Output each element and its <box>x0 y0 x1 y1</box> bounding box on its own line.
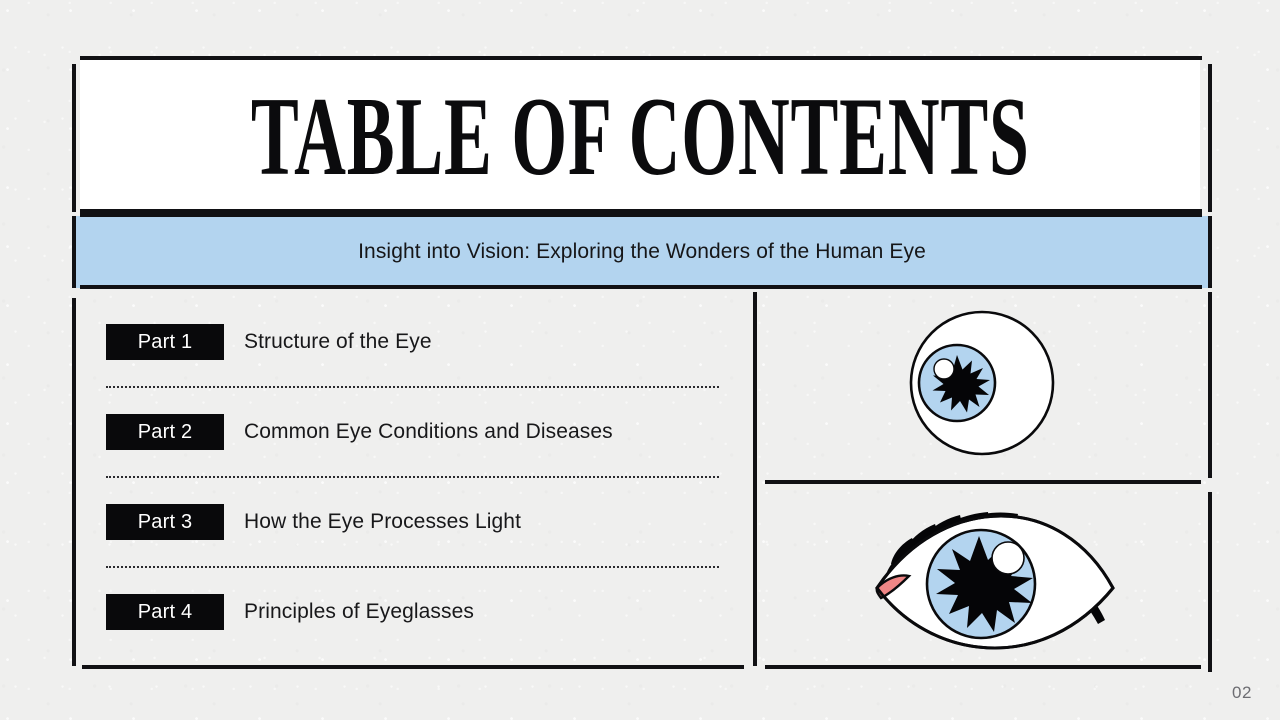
title-rule-bottom <box>80 209 1202 213</box>
page-number: 02 <box>1232 683 1252 702</box>
part-badge: Part 1 <box>106 324 224 360</box>
caruncle-icon <box>875 574 912 600</box>
page-title: TABLE OF CONTENTS <box>250 73 1030 198</box>
frame-right-upper-bar <box>1208 292 1212 478</box>
frame-right-horizontal-divider <box>765 480 1201 484</box>
part-badge: Part 3 <box>106 504 224 540</box>
eyeball-illustration <box>882 292 1082 478</box>
subtitle-text: Insight into Vision: Exploring the Wonde… <box>358 240 926 263</box>
toc-item-label: Principles of Eyeglasses <box>244 600 475 623</box>
toc-item-part-4[interactable]: Part 4 Principles of Eyeglasses <box>106 588 722 636</box>
toc-item-part-1[interactable]: Part 1 Structure of the Eye <box>106 318 722 366</box>
eye-illustration <box>855 492 1135 664</box>
frame-bottom-right-bar <box>765 665 1201 669</box>
eye-outline <box>875 514 1115 650</box>
toc-item-label: Common Eye Conditions and Diseases <box>244 420 613 443</box>
title-panel: TABLE OF CONTENTS <box>80 59 1200 212</box>
toc-item-part-3[interactable]: Part 3 How the Eye Processes Light <box>106 498 722 546</box>
toc-divider-dotted <box>106 566 719 568</box>
frame-left-top-bar <box>72 64 76 212</box>
frame-vertical-divider <box>753 292 757 666</box>
title-rule-top <box>80 56 1202 60</box>
subtitle-band: Insight into Vision: Exploring the Wonde… <box>72 216 1212 288</box>
toc-item-label: Structure of the Eye <box>244 330 432 353</box>
eyeball-icon <box>909 310 1055 456</box>
band-rule-bottom <box>80 285 1202 289</box>
band-right-edge-bar <box>1208 216 1212 288</box>
toc-item-part-2[interactable]: Part 2 Common Eye Conditions and Disease… <box>106 408 722 456</box>
frame-right-top-bar <box>1208 64 1212 212</box>
part-badge: Part 4 <box>106 594 224 630</box>
eye-highlight <box>991 541 1025 575</box>
toc-item-label: How the Eye Processes Light <box>244 510 522 533</box>
frame-bottom-left-bar <box>82 665 744 669</box>
frame-left-bottom-bar <box>72 298 76 666</box>
eye-pupil <box>936 536 1033 632</box>
toc-list: Part 1 Structure of the Eye Part 2 Commo… <box>106 318 722 636</box>
band-rule-top <box>80 213 1202 217</box>
part-badge: Part 2 <box>106 414 224 450</box>
toc-divider-dotted <box>106 386 719 388</box>
frame-right-lower-bar <box>1208 492 1212 672</box>
toc-divider-dotted <box>106 476 719 478</box>
eye-with-lashes-icon <box>875 512 1115 650</box>
band-left-edge-bar <box>72 216 76 288</box>
